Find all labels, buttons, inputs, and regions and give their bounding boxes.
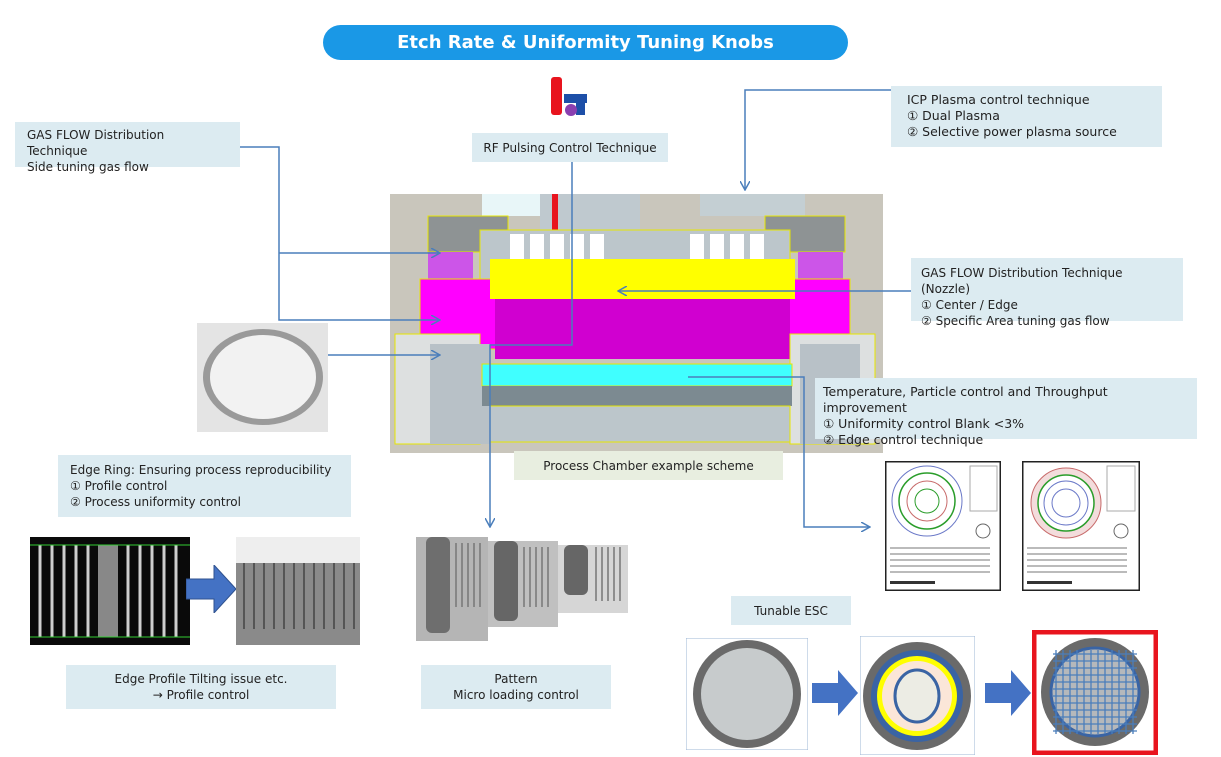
wafer-map-before: [885, 461, 1001, 591]
label-line: ② Selective power plasma source: [907, 124, 1117, 139]
chamber-caption: Process Chamber example scheme: [514, 451, 783, 480]
sem-corrected-profile-image: [236, 537, 360, 645]
edge-ring-photo: [197, 323, 328, 432]
esc-original-image: [686, 638, 808, 750]
label-line: → Profile control: [152, 688, 250, 702]
gas-flow-side-label: GAS FLOW Distribution Technique Side tun…: [15, 122, 240, 174]
label-line: Edge Ring: Ensuring process reproducibil…: [70, 463, 332, 477]
label-line: ② Edge control technique: [823, 432, 984, 447]
label-line: Side tuning gas flow: [27, 160, 149, 174]
edge-ring-label: Edge Ring: Ensuring process reproducibil…: [58, 455, 351, 517]
tunable-esc-label: Tunable ESC: [731, 596, 851, 625]
label-line: ② Process uniformity control: [70, 495, 241, 509]
rf-pulsing-label: RF Pulsing Control Technique: [472, 133, 668, 162]
label-line: RF Pulsing Control Technique: [483, 141, 657, 155]
label-line: GAS FLOW Distribution Technique (Nozzle): [921, 266, 1123, 296]
wafer-map-after: [1022, 461, 1140, 591]
connector-icp: [745, 89, 891, 190]
label-line: ICP Plasma control technique: [907, 92, 1090, 107]
arrow-right-icon: [812, 670, 858, 716]
micro-loading-pattern-image: [416, 537, 628, 641]
label-line: Pattern: [494, 672, 538, 686]
label-line: ① Dual Plasma: [907, 108, 1000, 123]
label-line: Process Chamber example scheme: [543, 459, 754, 473]
process-chamber-scheme: [390, 194, 883, 453]
pattern-label: Pattern Micro loading control: [421, 665, 611, 709]
arrow-right-icon: [985, 670, 1031, 716]
label-line: ② Specific Area tuning gas flow: [921, 314, 1110, 328]
label-line: Edge Profile Tilting issue etc.: [114, 672, 288, 686]
edge-profile-label: Edge Profile Tilting issue etc. → Profil…: [66, 665, 336, 709]
label-line: GAS FLOW Distribution Technique: [27, 128, 165, 158]
esc-zone-control-image: [860, 636, 975, 755]
label-line: Tunable ESC: [754, 604, 828, 618]
label-line: ① Profile control: [70, 479, 168, 493]
label-line: ① Uniformity control Blank <3%: [823, 416, 1025, 431]
label-line: Micro loading control: [453, 688, 579, 702]
arrow-right-icon: [186, 565, 236, 613]
company-logo: [551, 77, 587, 116]
gas-flow-nozzle-label: GAS FLOW Distribution Technique (Nozzle)…: [911, 258, 1183, 328]
page-title: Etch Rate & Uniformity Tuning Knobs: [323, 25, 848, 60]
label-line: Temperature, Particle control and Throug…: [823, 384, 1108, 415]
label-line: ① Center / Edge: [921, 298, 1018, 312]
sem-tilted-profile-image: [30, 537, 190, 645]
temperature-control-label: Temperature, Particle control and Throug…: [815, 378, 1197, 447]
icp-plasma-label: ICP Plasma control technique ① Dual Plas…: [891, 86, 1162, 147]
esc-multi-zone-grid-image: [1032, 630, 1158, 755]
